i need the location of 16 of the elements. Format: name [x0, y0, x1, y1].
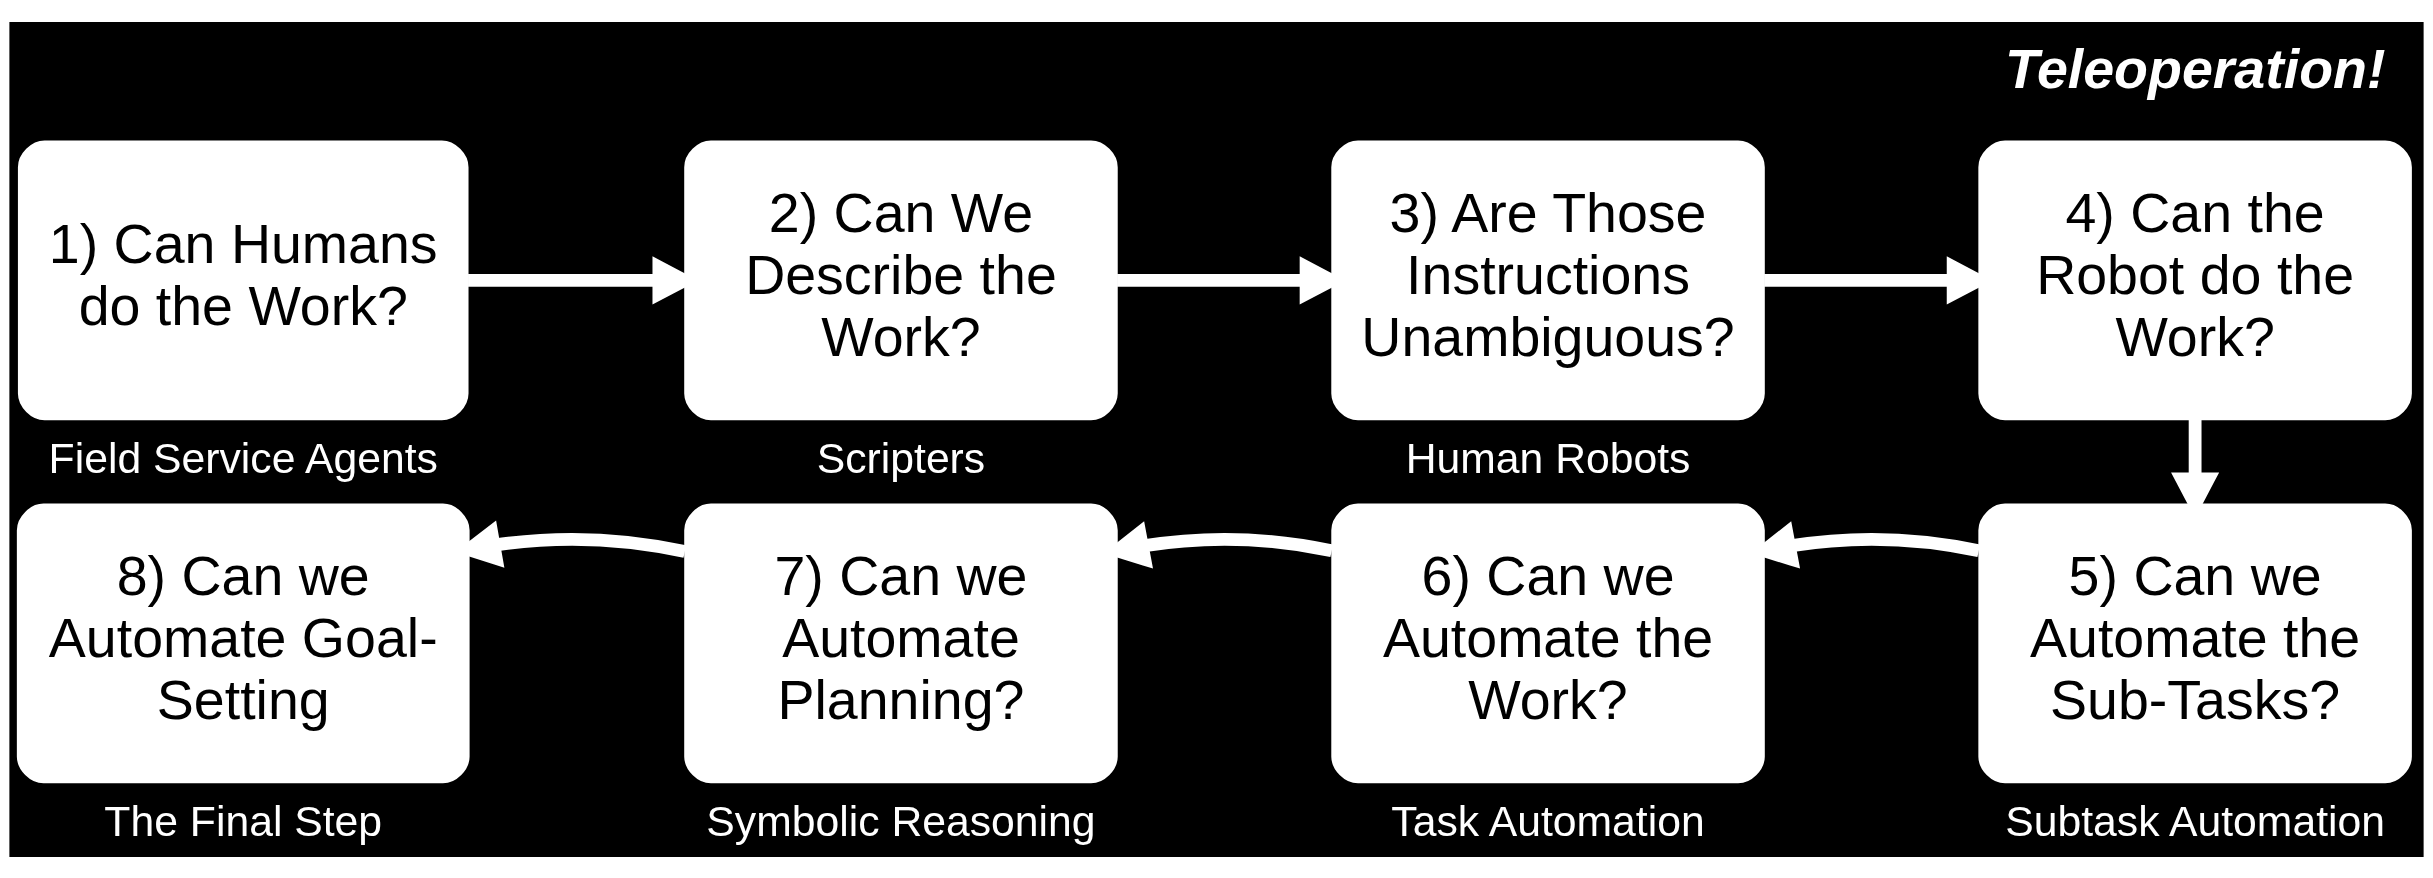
node-label: Human Robots — [1405, 433, 1691, 482]
node-label: The Final Step — [104, 796, 383, 845]
node-box: 4) Can the Robot do the Work? — [1978, 140, 2412, 420]
node-box: 2) Can We Describe the Work? — [684, 140, 1118, 420]
node-label: Symbolic Reasoning — [706, 796, 1096, 845]
node-box: 6) Can we Automate the Work? — [1331, 503, 1765, 783]
node-box: 3) Are Those Instructions Unambiguous? — [1331, 140, 1765, 420]
node-box: 8) Can we Automate Goal-Setting — [16, 503, 470, 783]
node-box: 5) Can we Automate the Sub-Tasks? — [1978, 503, 2412, 783]
label: Teleoperation! — [2005, 37, 2386, 100]
node-box: 7) Can we Automate Planning? — [684, 503, 1118, 783]
node-box: 1) Can Humans do the Work? — [17, 140, 469, 420]
node-label: Field Service Agents — [48, 433, 438, 482]
node-label: Task Automation — [1391, 796, 1705, 845]
node-label: Subtask Automation — [2005, 796, 2386, 845]
node-label: Scripters — [816, 433, 986, 482]
